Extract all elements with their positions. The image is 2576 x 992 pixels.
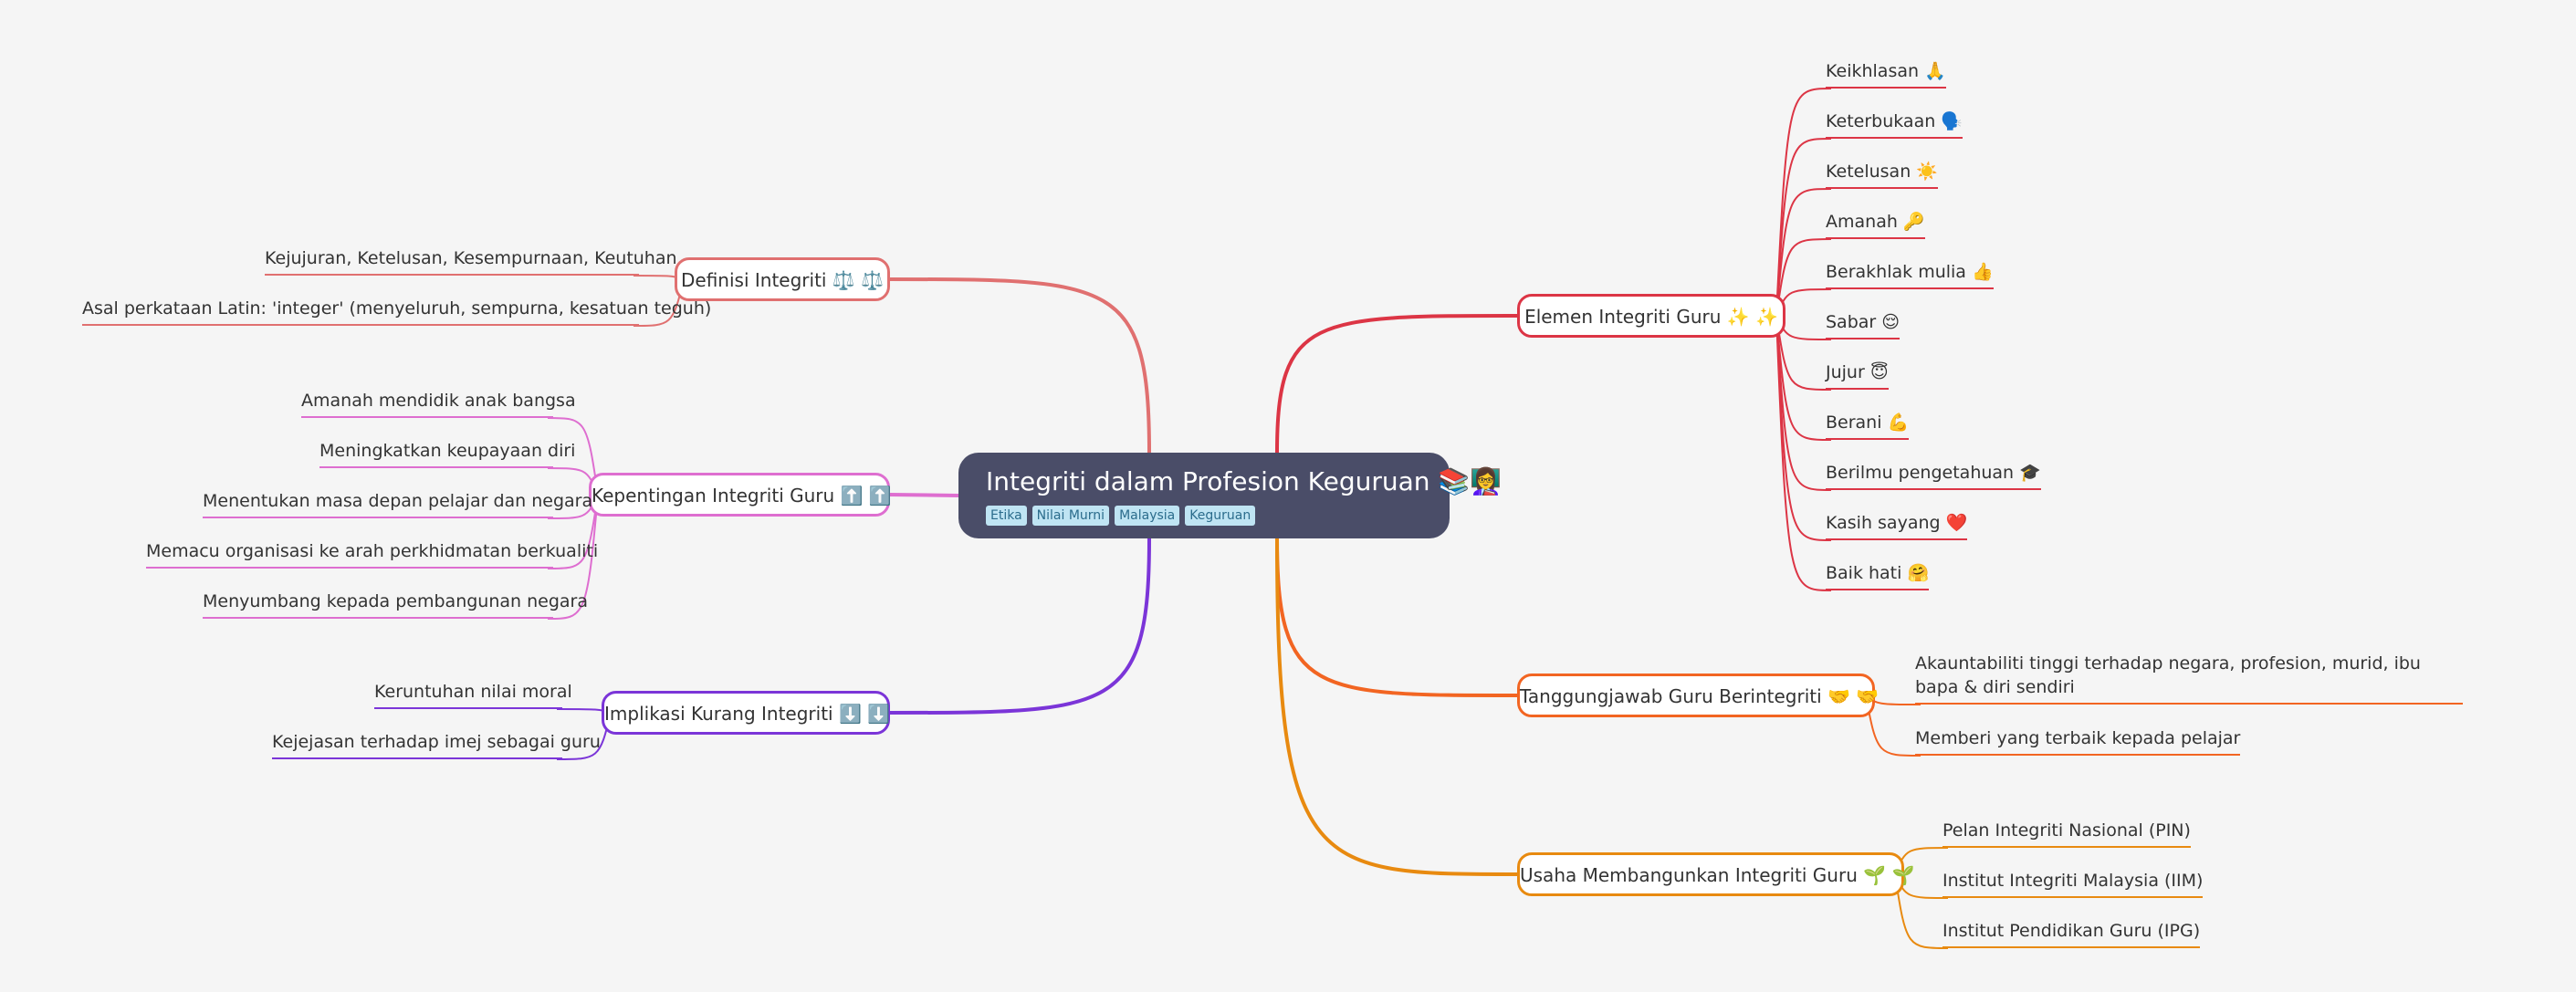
leaf-elemen-amanah[interactable]: Amanah 🔑 (1826, 210, 1925, 239)
leaf-link-usaha-2 (1894, 873, 1949, 949)
central-topic[interactable]: Integriti dalam Profesion Keguruan 📚👩‍🏫 … (958, 453, 1503, 538)
link-definisi (889, 277, 1151, 454)
branch-elemen-integriti-guru[interactable]: Elemen Integriti Guru ✨ ✨ (1517, 294, 1785, 338)
leaf-kepentingan-2[interactable]: Meningkatkan keupayaan diri (319, 439, 575, 468)
link-tanggungjawab (1275, 538, 1518, 697)
leaf-kepentingan-5[interactable]: Menyumbang kepada pembangunan negara (203, 590, 588, 619)
leaf-link-elemen-3 (1775, 238, 1832, 317)
leaf-implikasi-1[interactable]: Keruntuhan nilai moral (374, 680, 572, 709)
leaf-elemen-berilmu-pengetahuan[interactable]: Berilmu pengetahuan 🎓 (1826, 461, 2041, 490)
leaf-elemen-kasih-sayang[interactable]: Kasih sayang ❤️ (1826, 511, 1968, 540)
leaf-usaha-ipg[interactable]: Institut Pendidikan Guru (IPG) (1942, 919, 2201, 948)
leaf-implikasi-2[interactable]: Kejejasan terhadap imej sebagai guru (272, 730, 601, 759)
leaf-usaha-pin[interactable]: Pelan Integriti Nasional (PIN) (1942, 819, 2191, 848)
leaf-kepentingan-3[interactable]: Menentukan masa depan pelajar dan negara (203, 489, 592, 518)
leaf-definisi-1[interactable]: Kejujuran, Ketelusan, Kesempurnaan, Keut… (265, 246, 677, 276)
leaf-tanggungjawab-1[interactable]: Akauntabiliti tinggi terhadap negara, pr… (1915, 652, 2463, 705)
tag-etika[interactable]: Etika (986, 506, 1027, 526)
leaf-link-elemen-0 (1775, 88, 1832, 317)
branch-usaha-membangunkan-integriti-guru[interactable]: Usaha Membangunkan Integriti Guru 🌱 🌱 (1517, 852, 1914, 896)
leaf-elemen-berakhlak-mulia[interactable]: Berakhlak mulia 👍 (1826, 260, 1994, 289)
tag-malaysia[interactable]: Malaysia (1115, 506, 1180, 526)
leaf-elemen-jujur[interactable]: Jujur 😇 (1826, 360, 1889, 390)
leaf-link-elemen-2 (1775, 188, 1832, 317)
leaf-tanggungjawab-2[interactable]: Memberi yang terbaik kepada pelajar (1915, 726, 2241, 756)
leaf-elemen-sabar[interactable]: Sabar 😌 (1826, 310, 1901, 339)
leaf-elemen-keikhlasan[interactable]: Keikhlasan 🙏 (1826, 59, 1946, 89)
leaf-link-kepentingan-0 (547, 417, 599, 496)
leaf-kepentingan-1[interactable]: Amanah mendidik anak bangsa (301, 389, 576, 418)
leaf-elemen-baik-hati[interactable]: Baik hati 🤗 (1826, 561, 1930, 590)
leaf-elemen-keterbukaan[interactable]: Keterbukaan 🗣️ (1826, 110, 1963, 139)
tag-nilai-murni[interactable]: Nilai Murni (1031, 506, 1110, 526)
leaf-elemen-ketelusan[interactable]: Ketelusan ☀️ (1826, 160, 1938, 189)
leaf-link-elemen-7 (1775, 315, 1832, 441)
link-elemen (1275, 314, 1518, 454)
link-implikasi (889, 538, 1151, 715)
branch-definisi-integriti[interactable]: Definisi Integriti ⚖️ ⚖️ (675, 257, 890, 301)
leaf-elemen-berani[interactable]: Berani 💪 (1826, 411, 1910, 440)
leaf-definisi-2[interactable]: Asal perkataan Latin: 'integer' (menyelu… (82, 297, 711, 326)
leaf-link-elemen-1 (1775, 138, 1832, 317)
leaf-link-kepentingan-4 (547, 494, 599, 620)
leaf-link-elemen-6 (1775, 315, 1832, 391)
link-usaha (1275, 538, 1518, 876)
leaf-link-kepentingan-3 (547, 494, 599, 569)
tag-list: Etika Nilai Murni Malaysia Keguruan (986, 506, 1422, 526)
branch-tanggungjawab-guru-berintegriti[interactable]: Tanggungjawab Guru Berintegriti 🤝 🤝 (1517, 674, 1879, 717)
leaf-link-elemen-10 (1775, 315, 1832, 591)
tag-keguruan[interactable]: Keguruan (1185, 506, 1256, 526)
branch-kepentingan-integriti-guru[interactable]: Kepentingan Integriti Guru ⬆️ ⬆️ (589, 473, 892, 517)
link-kepentingan (889, 493, 959, 497)
leaf-usaha-iim[interactable]: Institut Integriti Malaysia (IIM) (1942, 869, 2204, 898)
leaf-kepentingan-4[interactable]: Memacu organisasi ke arah perkhidmatan b… (146, 539, 598, 569)
branch-implikasi-kurang-integriti[interactable]: Implikasi Kurang Integriti ⬇️ ⬇️ (602, 691, 890, 735)
central-title: Integriti dalam Profesion Keguruan 📚👩‍🏫 (986, 466, 1503, 496)
